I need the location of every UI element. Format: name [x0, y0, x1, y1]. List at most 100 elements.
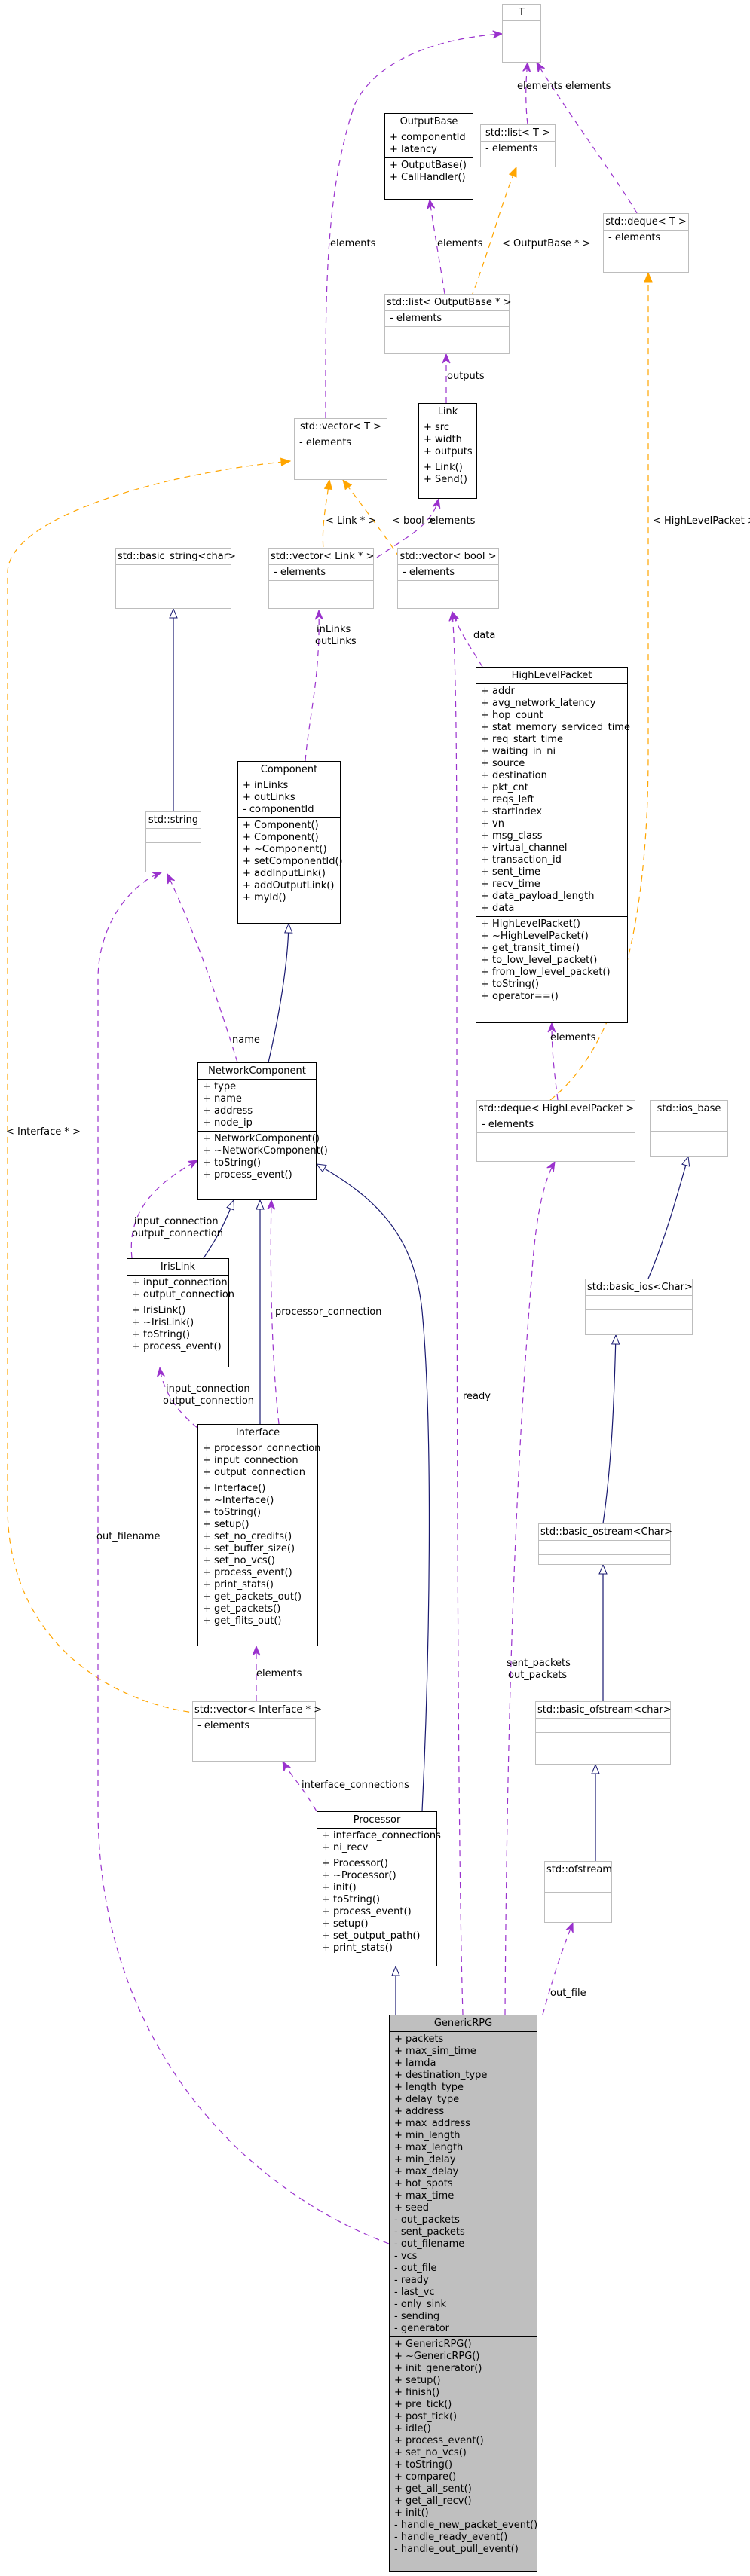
class-methods-section — [586, 1310, 692, 1324]
class-std-vector-Link[interactable]: std::vector< Link * >- elements — [268, 548, 374, 609]
class-method: + get_all_recv() — [394, 2495, 472, 2507]
class-std-string[interactable]: std::string — [145, 811, 201, 872]
class-methods-section: + Component()+ Component()+ ~Component()… — [238, 818, 343, 906]
class-attributes-section: - elements — [269, 565, 373, 581]
class-method: + setup() — [322, 1918, 369, 1930]
class-name: std::ios_base — [651, 1101, 727, 1117]
class-attributes-section — [539, 1541, 670, 1555]
class-method: + NetworkComponent() — [203, 1133, 320, 1144]
edge-deque-hlp-hlp — [552, 1023, 559, 1101]
edge-vector-t-T — [325, 34, 502, 419]
class-attribute: - only_sink — [394, 2299, 446, 2310]
class-std-ios-base[interactable]: std::ios_base — [650, 1100, 728, 1157]
edge-label-hlp-data: data — [473, 630, 496, 641]
class-std-deque-T[interactable]: std::deque< T >- elements — [603, 213, 689, 273]
class-std-list-T[interactable]: std::list< T >- elements — [480, 124, 556, 167]
class-std-vector-Interface[interactable]: std::vector< Interface * >- elements — [192, 1701, 322, 1762]
edge-label-list-t-elements: elements — [517, 81, 563, 92]
class-name: Link — [419, 404, 476, 420]
class-method: + init() — [394, 2507, 429, 2519]
class-std-vector-bool[interactable]: std::vector< bool >- elements — [397, 548, 499, 609]
class-std-vector-T[interactable]: std::vector< T >- elements — [294, 418, 387, 480]
class-GenericRPG[interactable]: GenericRPG+ packets+ max_sim_time+ lamda… — [389, 2015, 537, 2572]
edge-list-t-T — [526, 63, 528, 125]
class-method: + Link() — [424, 462, 463, 473]
class-method: + init_generator() — [394, 2363, 482, 2374]
class-method: + get_packets() — [203, 1603, 281, 1615]
class-attributes-section — [651, 1117, 727, 1132]
class-methods-section — [146, 843, 201, 857]
edge-label-link-elements: elements — [430, 515, 476, 527]
edge-component-vector-link — [305, 610, 319, 762]
edge-label-iface-input: input_connection — [166, 1383, 250, 1395]
class-method: + process_event() — [203, 1169, 292, 1181]
class-attribute: + node_ip — [203, 1117, 253, 1129]
class-attribute: - out_packets — [394, 2214, 460, 2226]
class-std-basic-string-char[interactable]: std::basic_string<char> — [115, 548, 236, 609]
class-method: - handle_new_packet_event() — [394, 2519, 538, 2531]
edge-processor-networkcomponent — [317, 1164, 430, 1812]
class-methods-section: + GenericRPG()+ ~GenericRPG()+ init_gene… — [390, 2337, 537, 2557]
class-std-basic-ios-Char[interactable]: std::basic_ios<Char> — [585, 1279, 693, 1335]
class-methods-section — [385, 327, 509, 341]
class-Interface[interactable]: Interface+ processor_connection+ input_c… — [197, 1424, 320, 1646]
class-method: + set_no_vcs() — [203, 1555, 275, 1566]
class-attribute: + output_connection — [132, 1289, 235, 1300]
edge-label-out-packets: out_packets — [508, 1670, 568, 1681]
edge-label-vector-link-template: < Link * > — [326, 515, 377, 527]
class-Processor[interactable]: Processor+ interface_connections+ ni_rec… — [317, 1811, 441, 1966]
edge-label-interface-connections: interface_connections — [302, 1780, 409, 1791]
class-name: std::basic_string<char> — [116, 549, 236, 565]
class-methods-section — [536, 1733, 670, 1746]
class-method: + ~Interface() — [203, 1495, 274, 1506]
class-name: std::basic_ofstream<char> — [536, 1702, 672, 1719]
class-attribute: + destination — [481, 770, 547, 781]
class-attribute: + max_length — [394, 2142, 464, 2153]
class-methods-section — [604, 246, 688, 260]
class-attribute: - elements — [485, 143, 538, 154]
class-std-deque-HighLevelPacket[interactable]: std::deque< HighLevelPacket >- elements — [476, 1100, 635, 1162]
edge-label-processor-connection: processor_connection — [275, 1306, 382, 1318]
class-method: + pre_tick() — [394, 2399, 452, 2410]
class-attribute: + length_type — [394, 2082, 464, 2093]
class-attribute: + msg_class — [481, 830, 543, 842]
class-attributes-section — [116, 565, 231, 579]
class-Link[interactable]: Link+ src+ width+ outputs+ Link()+ Send(… — [418, 403, 477, 499]
class-attributes-section: - elements — [477, 1117, 635, 1133]
class-attribute: - out_file — [394, 2263, 437, 2274]
class-attribute: + startIndex — [481, 806, 543, 817]
class-methods-section — [481, 157, 555, 171]
class-method: + addInputLink() — [243, 868, 326, 879]
class-name: GenericRPG — [390, 2015, 537, 2032]
class-attributes-section: - elements — [385, 311, 509, 327]
class-attribute: + hop_count — [481, 710, 543, 721]
class-std-ofstream[interactable]: std::ofstream — [544, 1861, 612, 1923]
class-attribute: + transaction_id — [481, 854, 562, 866]
class-NetworkComponent[interactable]: NetworkComponent+ type+ name+ address+ n… — [197, 1062, 328, 1200]
class-Component[interactable]: Component+ inLinks+ outLinks- componentI… — [237, 761, 343, 924]
class-attribute: - sent_packets — [394, 2226, 465, 2238]
class-attribute: + type — [203, 1081, 237, 1092]
class-method: + CallHandler() — [390, 172, 466, 183]
class-IrisLink[interactable]: IrisLink+ input_connection+ output_conne… — [127, 1258, 235, 1367]
class-methods-section: + NetworkComponent()+ ~NetworkComponent(… — [198, 1132, 328, 1183]
class-name: Processor — [317, 1812, 436, 1829]
class-attribute: + src — [424, 422, 450, 433]
class-attributes-section: + input_connection+ output_connection — [127, 1276, 235, 1303]
edge-label-iface-output: output_connection — [163, 1395, 255, 1407]
edge-vector-bool-vector-t — [343, 480, 400, 558]
class-method: + print_stats() — [203, 1579, 274, 1591]
class-std-basic-ostream-Char[interactable]: std::basic_ostream<Char> — [538, 1523, 672, 1565]
class-attribute: + waiting_in_ni — [481, 746, 556, 757]
class-T[interactable]: T — [502, 4, 541, 63]
class-method: + to_low_level_packet() — [481, 955, 598, 966]
edge-label-out-file: out_file — [550, 1988, 586, 1999]
class-methods-section — [503, 35, 540, 49]
class-HighLevelPacket[interactable]: HighLevelPacket+ addr+ avg_network_laten… — [476, 667, 630, 1023]
class-std-list-OutputBase[interactable]: std::list< OutputBase * >- elements — [384, 294, 511, 354]
class-method: + post_tick() — [394, 2411, 458, 2422]
class-attributes-section — [545, 1878, 611, 1893]
class-OutputBase[interactable]: OutputBase+ componentId+ latency+ Output… — [384, 113, 473, 200]
class-std-basic-ofstream-char[interactable]: std::basic_ofstream<char> — [535, 1701, 672, 1765]
edge-genericrpg-deque-hlp — [504, 1162, 555, 2015]
